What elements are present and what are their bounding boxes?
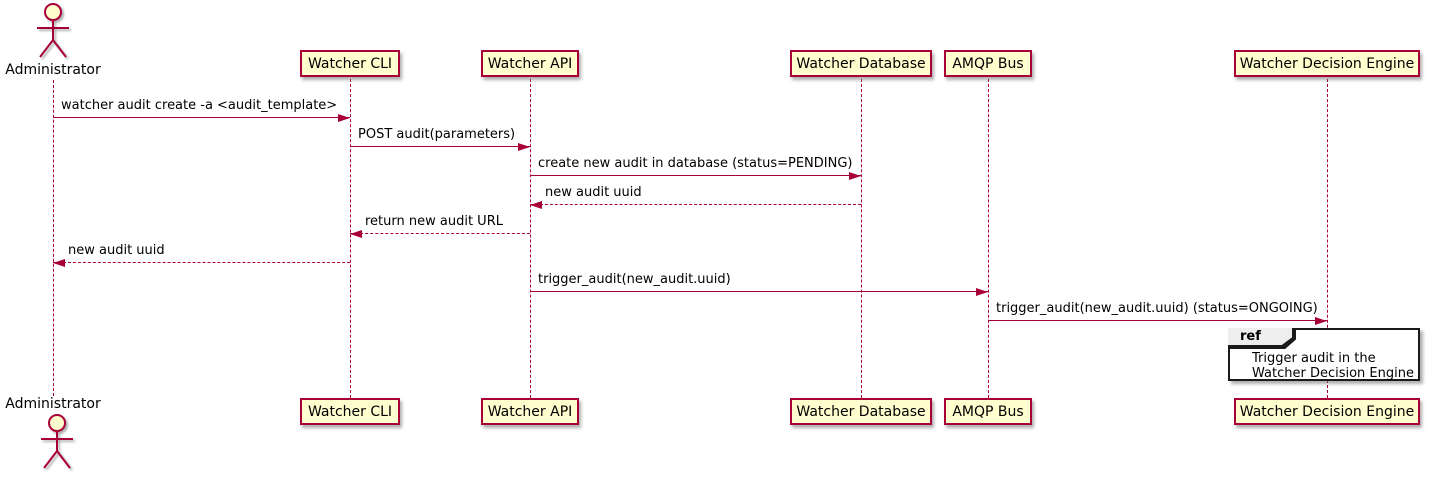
lifeline-amqp-bus [988,79,989,398]
message-arrowhead-3 [849,172,861,180]
lifeline-administrator [53,80,54,396]
ref-fragment-tab: ref [1228,328,1296,349]
participant-watcher-decision-engine: Watcher Decision Engine [1234,398,1420,425]
actor-figure-icon [41,414,73,469]
message-label-8: trigger_audit(new_audit.uuid) (status=ON… [996,301,1318,316]
message-label-5: return new audit URL [365,214,503,229]
message-line-4 [530,204,861,205]
actor-figure-icon [37,3,69,58]
message-arrowhead-2 [518,143,530,151]
message-label-1: watcher audit create -a <audit_template> [61,98,338,113]
message-line-3 [530,175,861,176]
participant-watcher-api: Watcher API [481,398,579,425]
message-label-3: create new audit in database (status=PEN… [538,156,853,171]
message-arrowhead-6 [53,259,65,267]
ref-fragment-text: Trigger audit in the Watcher Decision En… [1252,351,1414,381]
message-label-7: trigger_audit(new_audit.uuid) [538,272,731,287]
lifeline-watcher-cli [350,79,351,398]
message-line-1 [53,117,350,118]
message-line-7 [530,291,988,292]
message-label-6: new audit uuid [68,243,165,258]
lifeline-watcher-database [861,79,862,398]
participant-watcher-decision-engine: Watcher Decision Engine [1234,50,1420,77]
actor-label: Administrator [5,62,101,78]
participant-watcher-api: Watcher API [481,50,579,77]
participant-amqp-bus: AMQP Bus [944,50,1032,77]
ref-keyword: ref [1228,328,1292,345]
message-line-6 [53,262,350,263]
participant-watcher-cli: Watcher CLI [300,398,400,425]
ref-text-line: Watcher Decision Engine [1252,366,1414,381]
actor-label: Administrator [5,396,101,412]
lifeline-watcher-api [530,79,531,398]
message-arrowhead-1 [338,114,350,122]
message-arrowhead-5 [350,230,362,238]
participant-watcher-database: Watcher Database [790,398,932,425]
message-arrowhead-7 [976,288,988,296]
message-label-4: new audit uuid [545,185,642,200]
participant-watcher-cli: Watcher CLI [300,50,400,77]
ref-fragment: ref Trigger audit in the Watcher Decisio… [1228,328,1420,381]
ref-text-line: Trigger audit in the [1252,351,1376,366]
message-line-5 [350,233,530,234]
participant-amqp-bus: AMQP Bus [944,398,1032,425]
message-arrowhead-8 [1315,317,1327,325]
message-line-2 [350,146,530,147]
message-line-8 [988,320,1327,321]
message-label-2: POST audit(parameters) [358,127,516,142]
message-arrowhead-4 [530,201,542,209]
participant-watcher-database: Watcher Database [790,50,932,77]
lifeline-watcher-decision-engine [1327,79,1328,398]
